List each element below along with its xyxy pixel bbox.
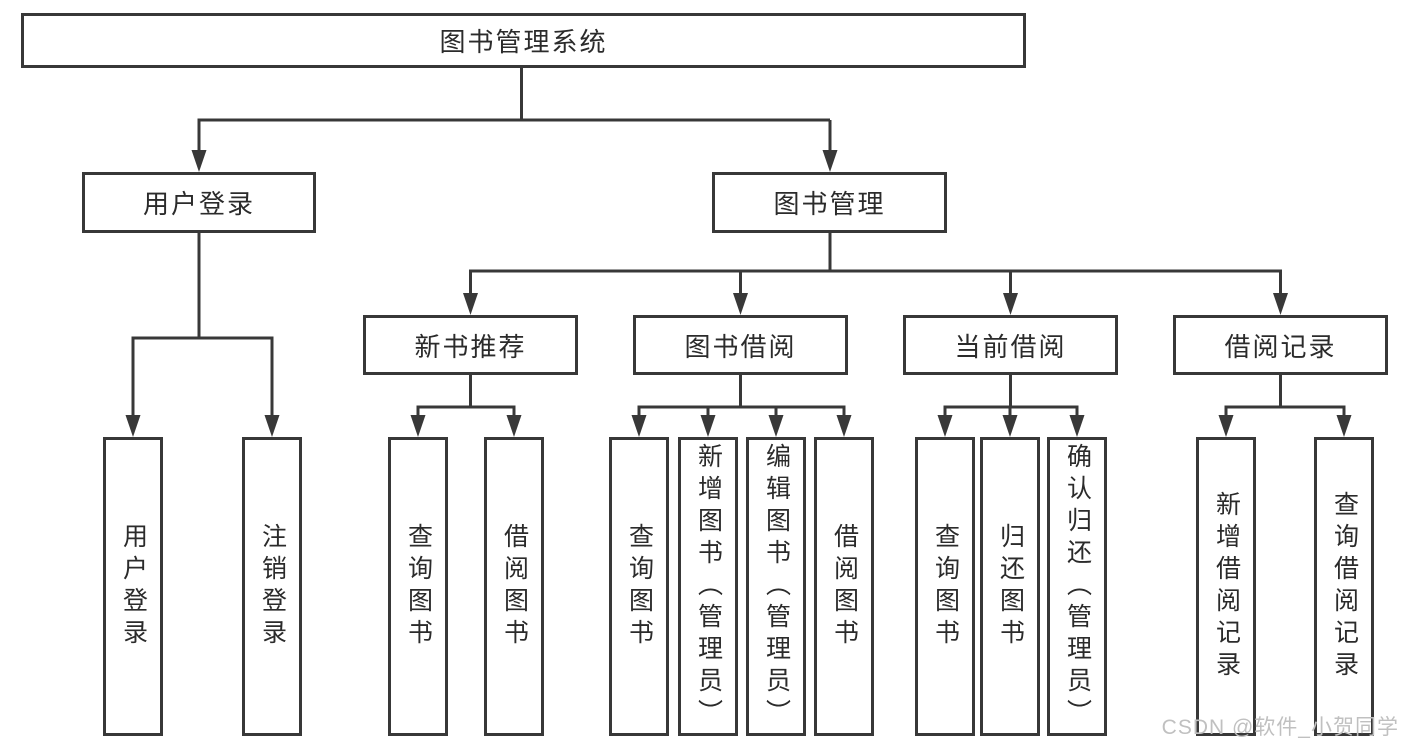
node-new-book-recommend: 新书推荐 [363,315,578,375]
node-label: 借阅记录 [1224,331,1337,362]
node-label: 用户登录 [142,189,255,219]
leaf-query-books-borrow: 查询图书 [609,437,669,736]
node-borrow-records: 借阅记录 [1173,315,1388,375]
node-book-management: 图书管理 [712,172,947,233]
node-label: 新书推荐 [414,331,527,362]
leaf-query-books-current: 查询图书 [915,437,975,736]
leaf-label: 新增借阅记录 [1212,490,1241,683]
leaf-edit-books-admin: 编辑图书（管理员） [746,437,806,736]
leaf-add-borrow-record: 新增借阅记录 [1196,437,1256,736]
node-label: 图书管理系统 [439,27,608,57]
leaf-label: 新增图书（管理员） [694,442,723,731]
leaf-label: 确认归还（管理员） [1063,442,1092,731]
leaf-label: 归还图书 [996,522,1025,651]
csdn-watermark: CSDN @软件_小贺同学 [1161,716,1399,739]
leaf-label: 注销登录 [258,522,287,651]
node-user-login: 用户登录 [82,172,316,233]
leaf-label: 借阅图书 [500,522,529,651]
node-label: 当前借阅 [954,331,1067,362]
leaf-query-books-recommend: 查询图书 [388,437,448,736]
node-library-management-system: 图书管理系统 [21,13,1026,68]
leaf-borrow-books-recommend: 借阅图书 [484,437,544,736]
leaf-label: 编辑图书（管理员） [762,442,791,731]
leaf-add-books-admin: 新增图书（管理员） [678,437,738,736]
node-label: 图书管理 [773,189,886,219]
leaf-label: 查询图书 [404,522,433,651]
leaf-borrow-books: 借阅图书 [814,437,874,736]
leaf-confirm-return-admin: 确认归还（管理员） [1047,437,1107,736]
leaf-label: 查询图书 [625,522,654,651]
leaf-label: 用户登录 [119,522,148,651]
node-book-borrow: 图书借阅 [633,315,848,375]
leaf-logout-login: 注销登录 [242,437,302,736]
leaf-label: 借阅图书 [830,522,859,651]
leaf-return-books: 归还图书 [980,437,1040,736]
node-label: 图书借阅 [684,331,797,362]
node-current-borrow: 当前借阅 [903,315,1118,375]
leaf-user-login: 用户登录 [103,437,163,736]
leaf-query-borrow-record: 查询借阅记录 [1314,437,1374,736]
leaf-label: 查询借阅记录 [1330,490,1359,683]
leaf-label: 查询图书 [931,522,960,651]
